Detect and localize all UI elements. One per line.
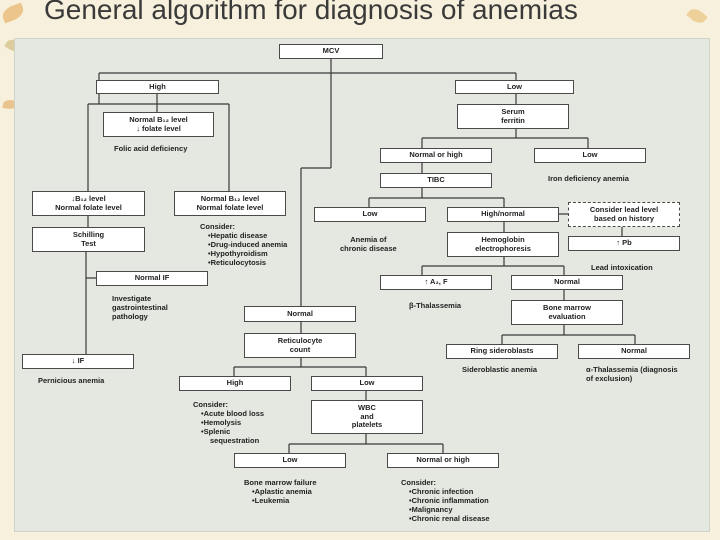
consider-blood-loss-note: Consider: Acute blood loss Hemolysis Spl…	[193, 400, 264, 445]
iron-deficiency-note: Iron deficiency anemia	[548, 174, 629, 183]
normal-if-box: Normal IF	[96, 271, 208, 286]
folic-acid-note: Folic acid deficiency	[114, 144, 188, 153]
lead-intoxication-note: Lead intoxication	[591, 263, 653, 272]
consider-chronic-note: Consider: Chronic infection Chronic infl…	[401, 478, 490, 523]
mcv-box: MCV	[279, 44, 383, 59]
tibc-box: TIBC	[380, 173, 492, 188]
ferritin-low-box: Low	[534, 148, 646, 163]
wbc-low-box: Low	[234, 453, 346, 468]
tibc-high-normal-box: High/normal	[447, 207, 559, 222]
b12-normal-folate-low-box: Normal B₁₂ level↓ folate level	[103, 112, 214, 137]
electrophoresis-normal-box: Normal	[511, 275, 623, 290]
pernicious-anemia-note: Pernicious anemia	[38, 376, 105, 385]
slide-title: General algorithm for diagnosis of anemi…	[44, 0, 578, 25]
mcv-low-box: Low	[455, 80, 574, 94]
marrow-failure-note: Bone marrow failure Aplastic anemia Leuk…	[244, 478, 317, 505]
retic-low-box: Low	[311, 376, 423, 391]
if-low-box: ↓ IF	[22, 354, 134, 369]
marrow-normal-box: Normal	[578, 344, 690, 359]
a2f-up-box: ↑ A₂, F	[380, 275, 492, 290]
consider-liver-note: Consider: Hepatic disease Drug-induced a…	[200, 222, 287, 267]
pb-up-box: ↑ Pb	[568, 236, 680, 251]
retic-high-box: High	[179, 376, 291, 391]
ring-sideroblasts-box: Ring sideroblasts	[446, 344, 558, 359]
beta-thalassemia-note: β-Thalassemia	[409, 301, 462, 310]
wbc-normal-high-box: Normal or high	[387, 453, 499, 468]
sideroblastic-note: Sideroblastic anemia	[462, 365, 538, 374]
tibc-low-box: Low	[314, 207, 426, 222]
mcv-normal-box: Normal	[244, 306, 356, 322]
ferritin-normal-high-box: Normal or high	[380, 148, 492, 163]
mcv-high-box: High	[96, 80, 219, 94]
